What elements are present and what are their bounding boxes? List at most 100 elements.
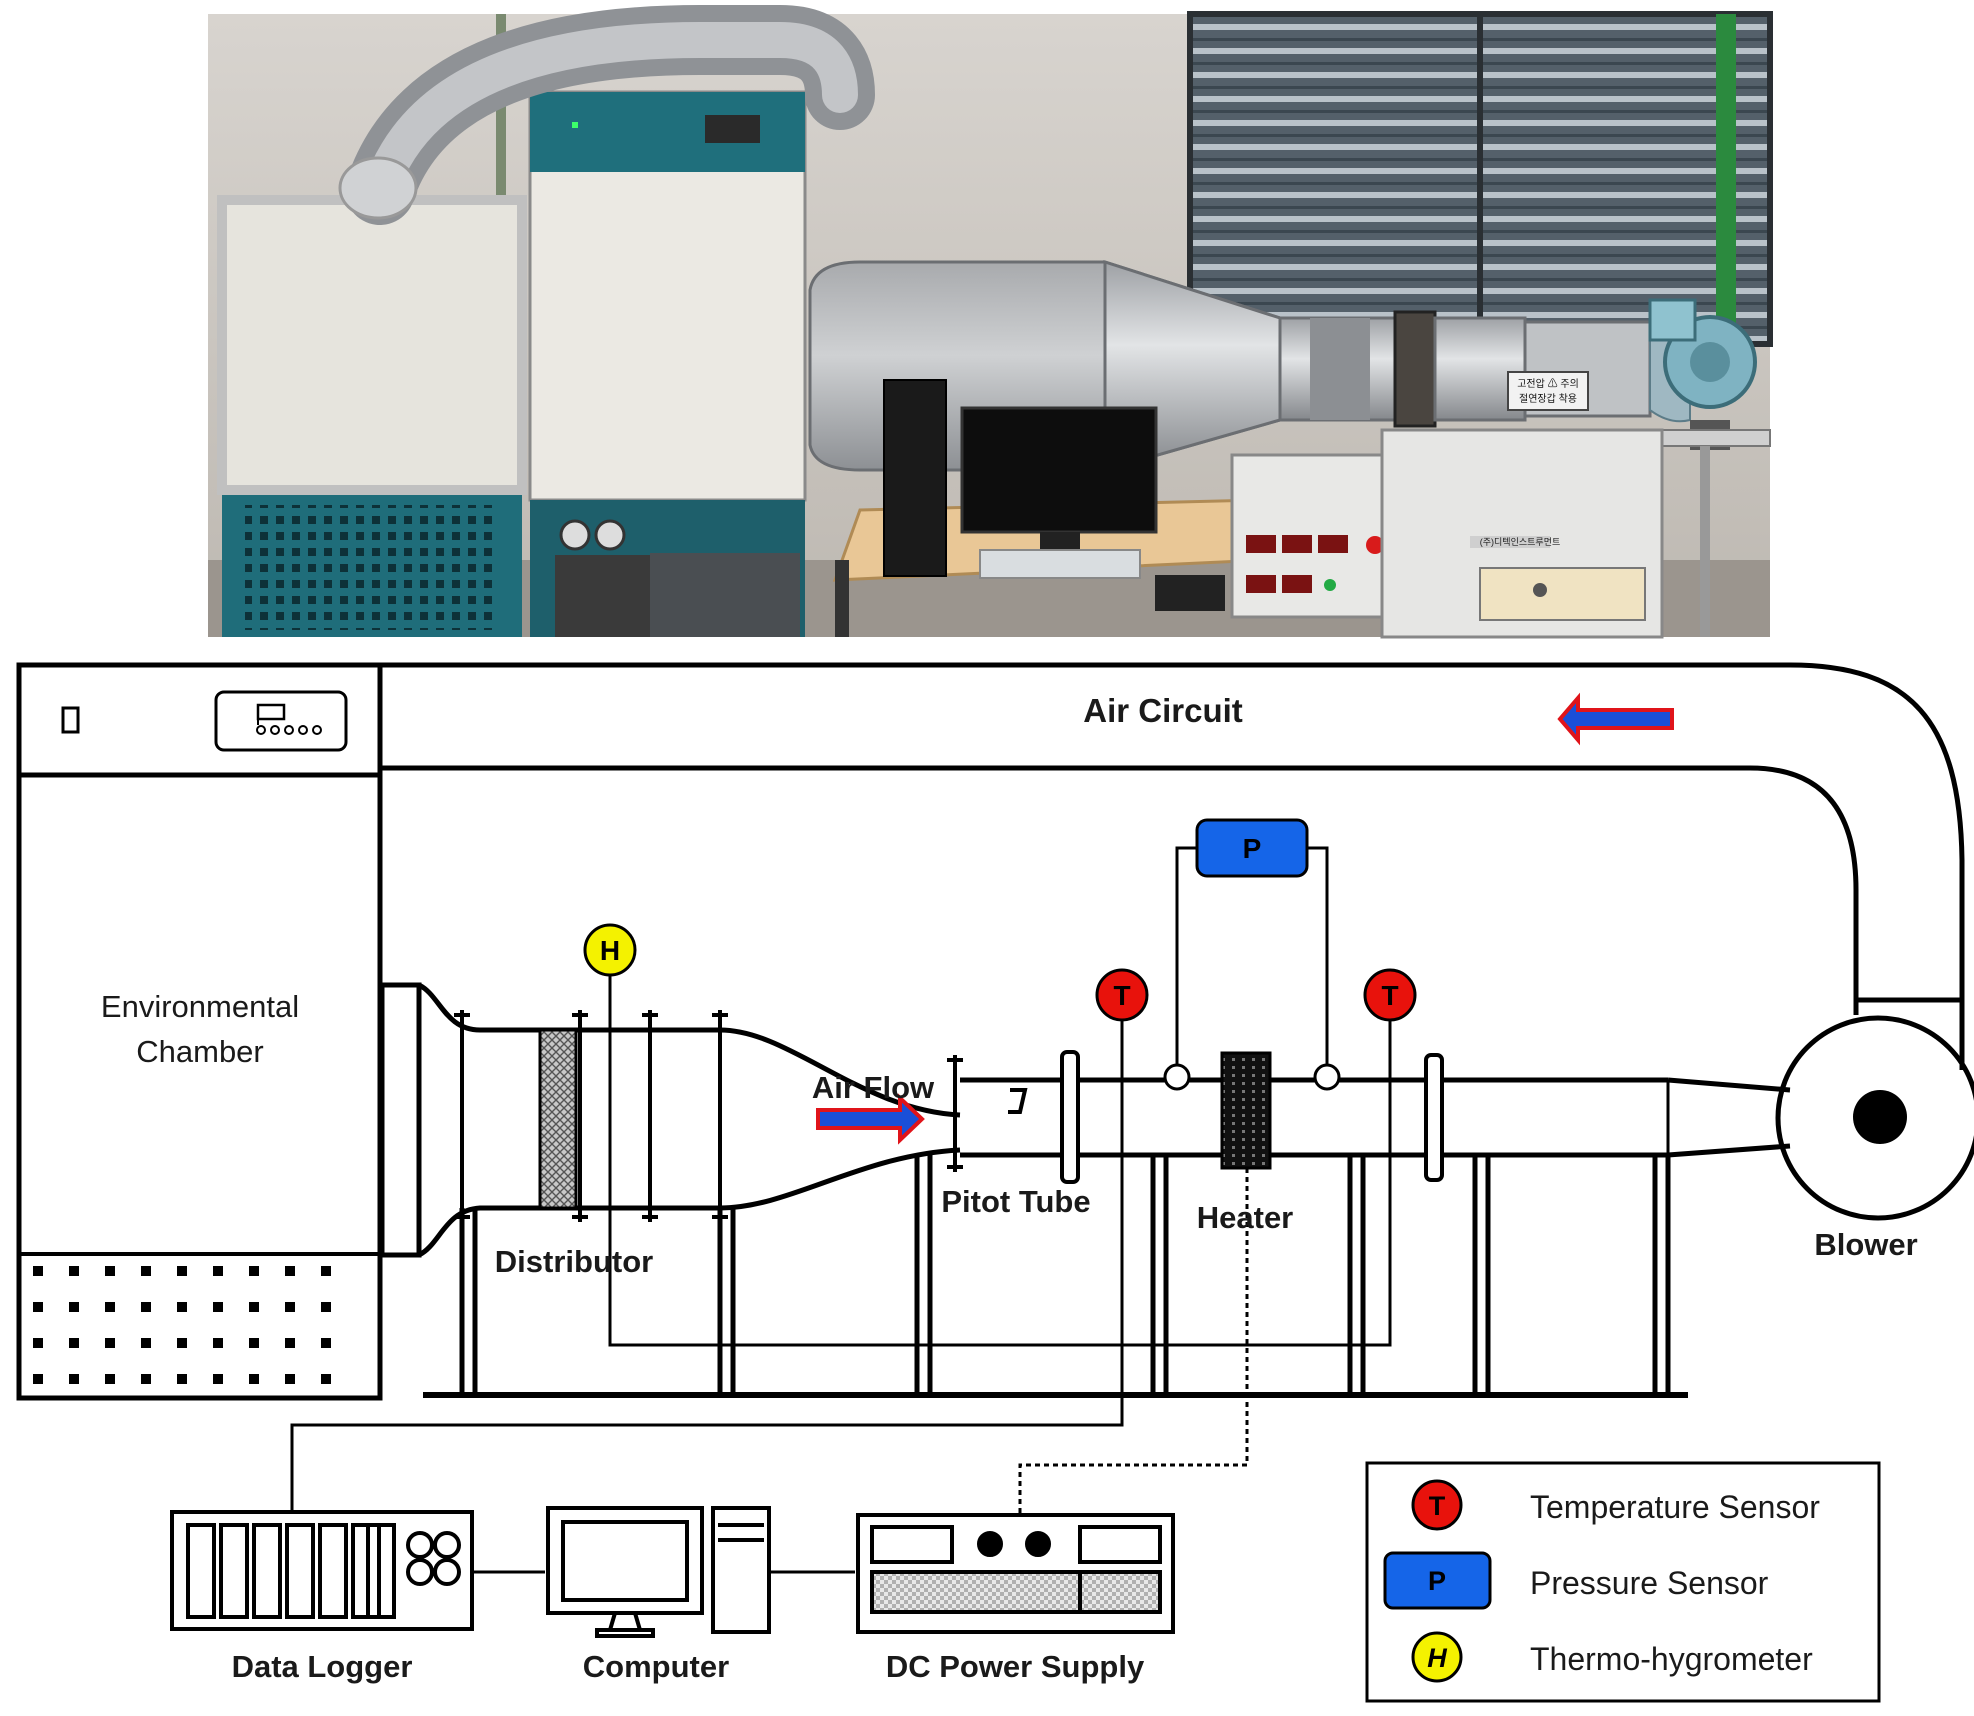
lab-photo: 고전압 ⚠ 주의 절연장갑 착용: [208, 5, 1773, 639]
vent-dot: [249, 1266, 259, 1276]
vent-dot: [213, 1266, 223, 1276]
chair-photo: [650, 553, 800, 637]
vent-dot: [177, 1266, 187, 1276]
vent-dot: [105, 1302, 115, 1312]
vent-dot: [33, 1302, 43, 1312]
vent-dot: [177, 1302, 187, 1312]
temperature-sensor-2: T: [1363, 968, 1417, 1022]
vent-dot: [213, 1374, 223, 1384]
diagram-labels: Air Circuit Environmental Chamber Air Fl…: [101, 692, 1918, 1684]
heater-label: Heater: [1197, 1200, 1294, 1235]
vent-dot: [141, 1374, 151, 1384]
legend-temperature-symbol: T: [1429, 1491, 1446, 1521]
air-circuit-duct: [380, 662, 1965, 1070]
support-stands: [423, 1155, 1688, 1398]
vent-dot: [69, 1338, 79, 1348]
vent-dot: [33, 1266, 43, 1276]
vent-dot: [249, 1374, 259, 1384]
flanges: [1060, 1050, 1444, 1184]
vent-dot: [321, 1374, 331, 1384]
schematic: [16, 662, 1974, 1703]
pressure-sensor: P: [1195, 818, 1309, 878]
dc-power-supply-device: [856, 1513, 1175, 1634]
vent-dot: [321, 1266, 331, 1276]
temperature-symbol-2: T: [1381, 980, 1398, 1011]
test-section: [960, 1077, 1791, 1158]
vent-dot: [249, 1302, 259, 1312]
vent-dot: [105, 1374, 115, 1384]
vent-dot: [285, 1266, 295, 1276]
air-flow-label: Air Flow: [812, 1070, 935, 1105]
sensor-wiring: [290, 970, 1392, 1515]
window-blinds: [1187, 11, 1773, 347]
vent-dot: [69, 1266, 79, 1276]
environmental-chamber: [16, 662, 383, 1401]
wall-pipe: [496, 14, 506, 204]
vent-dot: [69, 1374, 79, 1384]
monitor-photo: [960, 406, 1158, 579]
vent-dot: [69, 1302, 79, 1312]
legend-item-hygrometer: H Thermo-hygrometer: [1411, 1631, 1813, 1683]
warning-line-2: 절연장갑 착용: [1519, 392, 1577, 405]
blower-hub-icon: [1853, 1090, 1907, 1144]
vent-dot: [105, 1266, 115, 1276]
blower: [1775, 1015, 1974, 1221]
vent-dot: [285, 1374, 295, 1384]
vent-dot: [177, 1374, 187, 1384]
rack-cabinet-photo: (주)디텍인스트루먼트: [1380, 428, 1664, 639]
pressure-lines: [1163, 846, 1341, 1091]
legend-hygrometer-symbol: H: [1427, 1643, 1447, 1673]
legend-box: [1365, 1461, 1881, 1703]
vent-dot: [105, 1338, 115, 1348]
vent-dot: [285, 1338, 295, 1348]
temperature-symbol-1: T: [1113, 980, 1130, 1011]
computer-label: Computer: [583, 1649, 729, 1684]
vent-dot: [141, 1338, 151, 1348]
vent-dot: [141, 1302, 151, 1312]
control-box-photo: [1230, 453, 1399, 619]
legend-pressure-label: Pressure Sensor: [1530, 1565, 1769, 1601]
pc-tower-photo: [883, 379, 947, 577]
computer-device: [546, 1506, 771, 1638]
blower-label: Blower: [1814, 1227, 1917, 1262]
vent-dot: [141, 1266, 151, 1276]
vent-dot: [285, 1302, 295, 1312]
chamber-controller-icon: [214, 690, 348, 752]
settling-screens: [454, 1010, 963, 1222]
duct-foil-end: [338, 156, 418, 220]
legend-pressure-symbol: P: [1428, 1566, 1446, 1596]
warning-line-1: 고전압 ⚠ 주의: [1517, 377, 1579, 390]
pitot-tube: [1008, 1088, 1028, 1114]
heater-element: [1220, 1051, 1272, 1170]
air-circuit-label: Air Circuit: [1083, 692, 1243, 729]
mousepad-photo: [1155, 575, 1225, 611]
environmental-label-line-2: Chamber: [136, 1034, 264, 1069]
legend: T Temperature Sensor P Pressure Sensor H…: [1383, 1479, 1820, 1683]
vent-dot: [177, 1338, 187, 1348]
chamber-vent-dots: [33, 1266, 331, 1384]
air-flow-arrow: [816, 1093, 925, 1145]
data-logger-label: Data Logger: [232, 1649, 413, 1684]
rack-panel-label: (주)디텍인스트루먼트: [1480, 537, 1561, 547]
vent-dot: [33, 1338, 43, 1348]
inlet-section: [379, 982, 961, 1258]
chiller-cabinet: [217, 195, 527, 637]
legend-temperature-label: Temperature Sensor: [1530, 1489, 1820, 1525]
legend-hygrometer-label: Thermo-hygrometer: [1530, 1641, 1813, 1677]
pressure-symbol: P: [1243, 833, 1262, 864]
environmental-label-line-1: Environmental: [101, 989, 299, 1024]
hygrometer-sensor: H: [583, 923, 637, 977]
vent-dot: [249, 1338, 259, 1348]
chamber-switch-icon: [61, 706, 80, 734]
vent-dot: [321, 1302, 331, 1312]
vent-dot: [33, 1374, 43, 1384]
distributor-label: Distributor: [495, 1244, 653, 1279]
air-circuit-arrow: [1557, 692, 1674, 746]
vent-dot: [321, 1338, 331, 1348]
hygrometer-symbol: H: [600, 935, 620, 966]
dc-power-supply-label: DC Power Supply: [886, 1649, 1145, 1684]
legend-item-pressure: P Pressure Sensor: [1383, 1551, 1769, 1610]
distributor-screen: [538, 1028, 578, 1210]
vent-dot: [213, 1338, 223, 1348]
